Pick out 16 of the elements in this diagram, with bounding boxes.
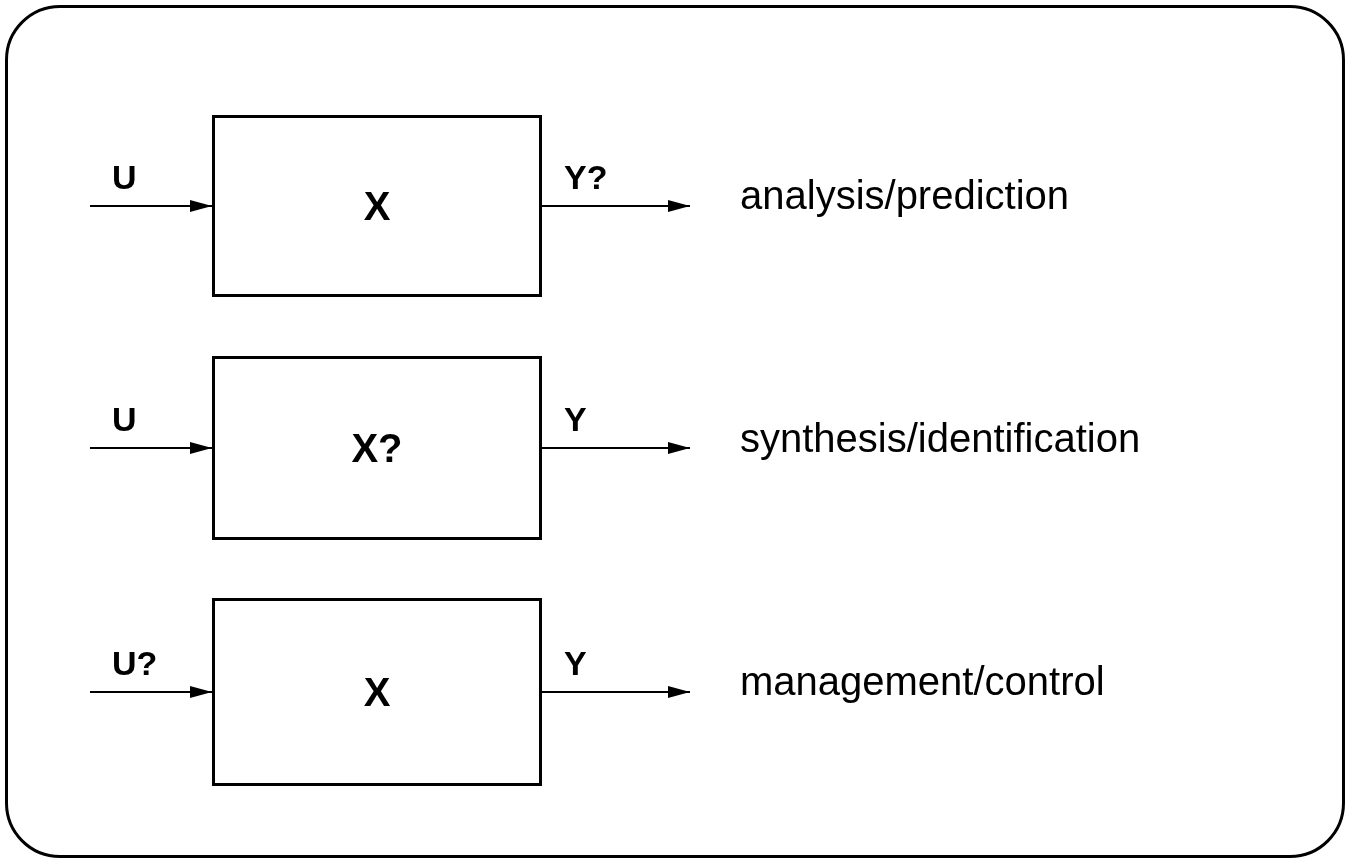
process-box	[212, 356, 542, 540]
mode-label: management/control	[740, 661, 1105, 701]
box-label: X	[363, 183, 391, 229]
arrow	[89, 442, 213, 454]
mode-label: synthesis/identification	[740, 418, 1141, 458]
box-label: X?	[351, 425, 403, 471]
frame-box	[5, 5, 1345, 858]
arrow	[541, 442, 691, 454]
arrow	[89, 686, 213, 698]
process-box	[212, 115, 542, 297]
process-box	[212, 598, 542, 786]
box-label: X	[363, 669, 391, 715]
arrow	[541, 200, 691, 212]
arrow	[541, 686, 691, 698]
arrow	[89, 200, 213, 212]
mode-label: analysis/prediction	[740, 175, 1070, 215]
